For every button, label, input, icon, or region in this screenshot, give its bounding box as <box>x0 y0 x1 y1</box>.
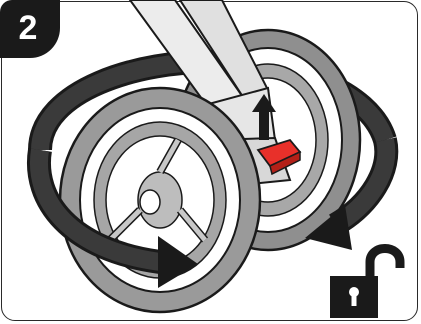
unlocked-padlock-icon <box>330 249 400 319</box>
